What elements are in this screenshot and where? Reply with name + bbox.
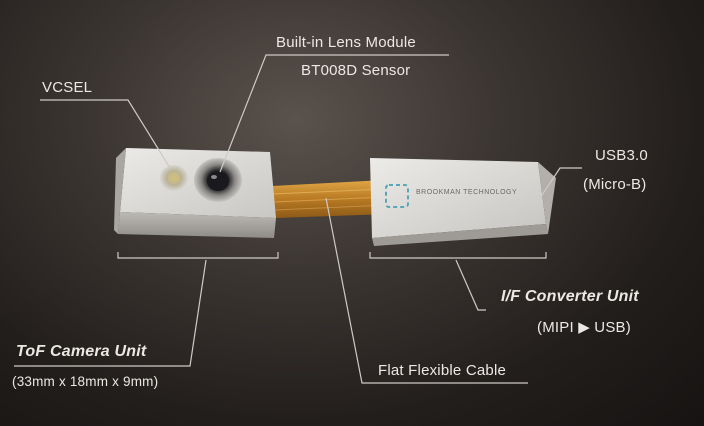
label-usb-connector: (Micro-B) bbox=[583, 176, 647, 193]
flat-flexible-cable bbox=[271, 180, 388, 218]
dimension-brackets bbox=[117, 252, 547, 259]
brand-logo-icon bbox=[385, 184, 409, 208]
label-converter-spec: (MIPI ▶ USB) bbox=[537, 319, 631, 336]
label-vcsel: VCSEL bbox=[42, 79, 93, 96]
label-converter-unit: I/F Converter Unit bbox=[501, 288, 639, 305]
leader-lines bbox=[14, 54, 582, 384]
label-camera-dims: (33mm x 18mm x 9mm) bbox=[12, 374, 159, 389]
converter-module bbox=[370, 158, 556, 246]
label-sensor: BT008D Sensor bbox=[301, 62, 411, 79]
label-usb: USB3.0 bbox=[595, 147, 648, 164]
module-logo-text: BROOKMAN TECHNOLOGY bbox=[416, 189, 518, 196]
label-cable: Flat Flexible Cable bbox=[378, 362, 507, 379]
label-camera-unit: ToF Camera Unit bbox=[16, 343, 147, 360]
tof-camera-module bbox=[114, 148, 276, 238]
label-lens-module: Built-in Lens Module bbox=[276, 34, 416, 51]
